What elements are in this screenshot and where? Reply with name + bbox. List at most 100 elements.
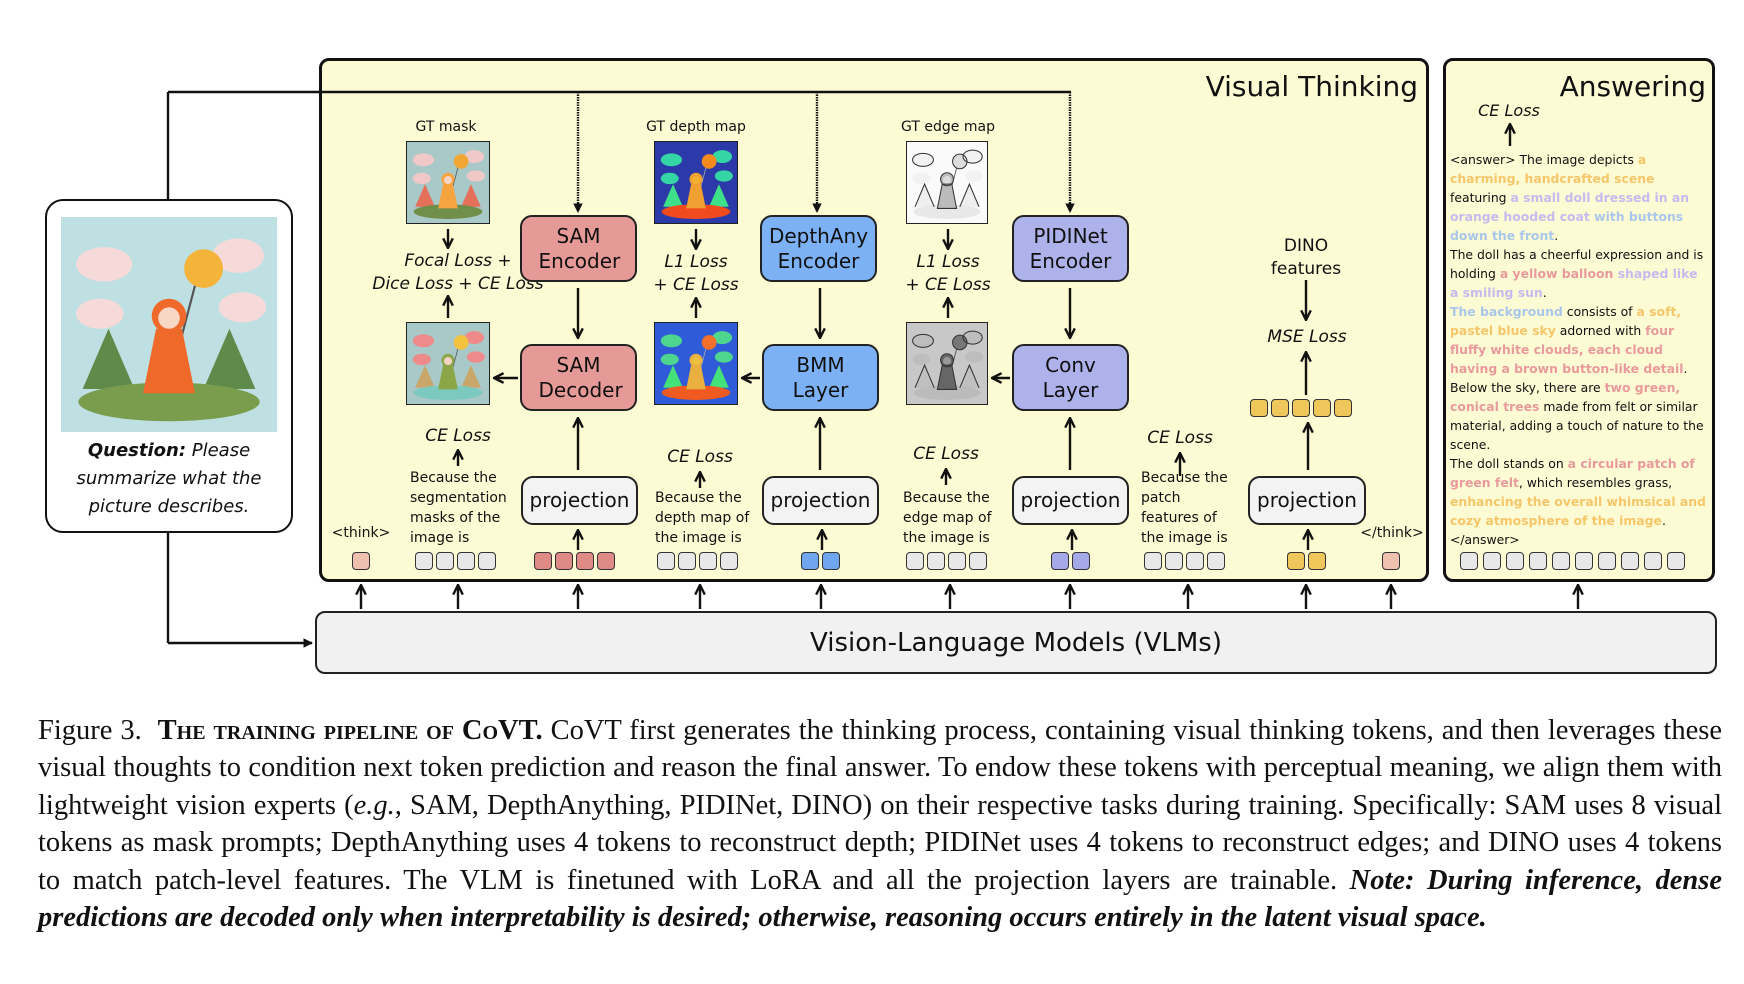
sam-decoder-label: SAM Decoder [538,352,623,402]
token [555,552,573,570]
token [699,552,717,570]
edge-text-tokens [906,552,987,570]
edge-text: Because the edge map of the image is [903,488,992,548]
gt-mask-label: GT mask [415,119,477,135]
answer-segment: . [1542,285,1547,300]
vlm-block: Vision-Language Models (VLMs) [315,611,1717,674]
caption-figure-label: Figure 3. [38,715,142,746]
predicted-mask-image [406,322,490,405]
sam-encoder-label: SAM Encoder [538,223,621,273]
token [657,552,675,570]
token [1598,552,1616,570]
pidinet-encoder-label: PIDINet Encoder [1029,223,1112,273]
answer-highlight: a soft, pastel blue sky [1450,304,1682,338]
edge-text-loss: CE Loss [913,444,979,464]
predicted-depth-image [654,322,738,405]
sam-gt-loss-line1: Focal Loss + [404,251,512,271]
pidinet-encoder: PIDINet Encoder [1012,215,1129,282]
answer-segment: . [1683,361,1688,376]
token [576,552,594,570]
predicted-edge-image [906,322,988,405]
answering-title: Answering [1559,70,1706,103]
answer-text: <answer> The image depicts a charming, h… [1450,150,1710,549]
token [822,552,840,570]
input-image [61,217,277,432]
depth-text: Because the depth map of the image is [655,488,749,548]
answer-segment: . [1554,228,1559,243]
answering-panel [1443,58,1715,582]
depth-projection: projection [762,476,879,525]
answer-highlight: four fluffy white clouds, each cloud hav… [1450,323,1684,376]
conv-layer: Conv Layer [1012,344,1129,411]
sam-gt-loss-line2: Dice Loss + CE Loss [372,274,544,294]
token [1552,552,1570,570]
dino-features-label: DINO features [1270,236,1342,279]
sam-text: Because the segmentation masks of the im… [410,468,507,548]
sam-text-tokens [415,552,496,570]
token [352,552,370,570]
dino-text-line: features of [1141,510,1217,526]
token [1186,552,1204,570]
depth-text-line: the image is [655,530,742,546]
token [1667,552,1685,570]
sam-text-line: masks of the [410,510,501,526]
bmm-layer: BMM Layer [762,344,879,411]
caption-body: CoVT first generates the thinking proces… [38,715,1722,821]
gt-depth-label: GT depth map [646,119,746,135]
edge-projection: projection [1012,476,1129,525]
sam-decoder: SAM Decoder [520,344,637,411]
sam-text-line: image is [410,530,470,546]
token [1529,552,1547,570]
question-text: Question: Please summarize what the pict… [47,437,291,521]
answer-highlight: a circular patch of green felt [1450,456,1695,490]
gt-edge-label: GT edge map [901,119,995,135]
token [1072,552,1090,570]
dino-projection: projection [1248,476,1366,525]
dino-text-line: patch [1141,490,1181,506]
token [415,552,433,570]
edge-text-line: the image is [903,530,990,546]
answer-segment: featuring [1450,190,1511,205]
token [597,552,615,570]
dino-visual-tokens [1287,552,1326,570]
question-card: Question: Please summarize what the pict… [45,199,293,533]
answer-highlight: a yellow balloon [1499,266,1614,281]
edge-visual-tokens [1051,552,1090,570]
sam-visual-tokens [534,552,615,570]
answer-highlight: The background [1450,304,1563,319]
token [1144,552,1162,570]
dino-text: Because the patch features of the image … [1141,468,1228,548]
depth-gt-loss-line2: + CE Loss [653,275,739,295]
token [1165,552,1183,570]
depthany-encoder-label: DepthAny Encoder [768,223,869,273]
token [1460,552,1478,570]
answer-highlight: a small doll dressed in an orange hooded… [1450,190,1690,224]
sam-gt-loss: Focal Loss + Dice Loss + CE Loss [372,250,543,296]
token [1313,399,1331,417]
dino-text-line: the image is [1141,530,1228,546]
token [436,552,454,570]
answer-segment: The doll has a cheerful expression and i… [1450,247,1704,281]
sam-text-line: Because the [410,470,497,486]
token [720,552,738,570]
token [1308,552,1326,570]
answer-highlight: a charming, handcrafted scene [1450,152,1655,186]
token [1575,552,1593,570]
token [1483,552,1501,570]
edge-gt-loss-line1: L1 Loss [916,252,980,272]
answer-highlight: two green, conical trees [1450,380,1681,414]
depth-text-line: depth map of [655,510,750,526]
token [1271,399,1289,417]
answer-segment: <answer> The image depicts [1450,152,1638,167]
token [948,552,966,570]
token [1334,399,1352,417]
token [1207,552,1225,570]
edge-gt-loss-line2: + CE Loss [905,275,991,295]
sam-text-loss: CE Loss [425,426,491,446]
question-label: Question: [87,440,187,461]
gt-depth-image [654,141,738,224]
depth-text-tokens [657,552,738,570]
bmm-layer-label: BMM Layer [792,352,849,402]
depthany-encoder: DepthAny Encoder [760,215,877,282]
answer-highlight: with buttons down the front [1450,209,1684,243]
